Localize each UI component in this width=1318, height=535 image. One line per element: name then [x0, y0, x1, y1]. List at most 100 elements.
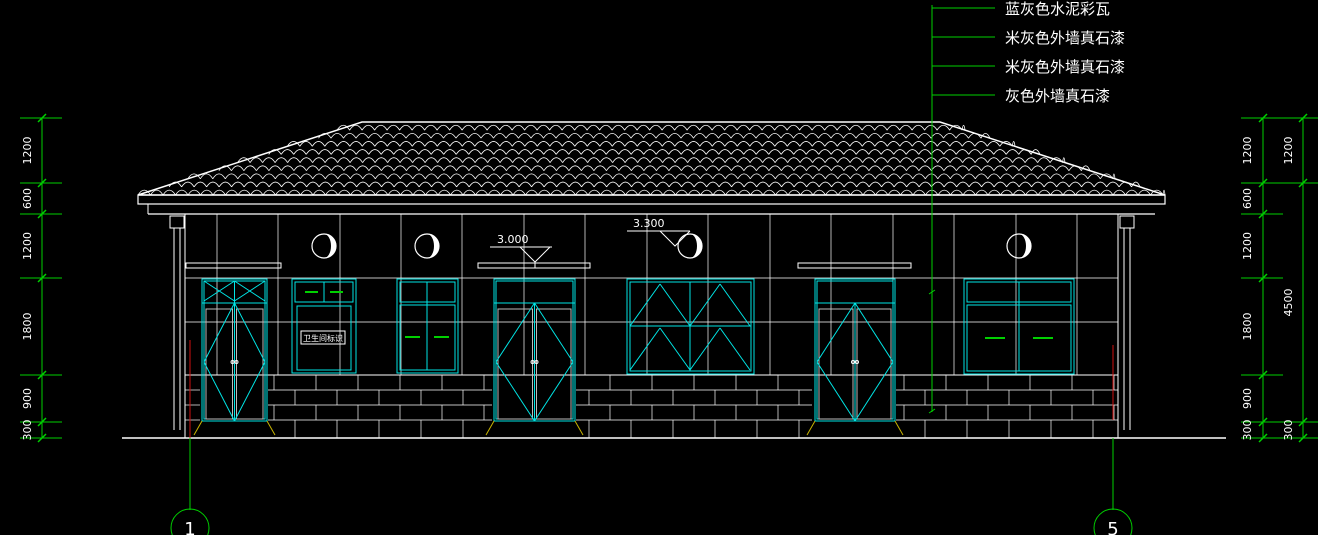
- moon-vent-icon: [1019, 234, 1031, 258]
- moon-vents: [311, 233, 1032, 259]
- wall-panel-grid: [185, 214, 1118, 375]
- dimension-label: 1200: [1282, 137, 1295, 165]
- door-3-swing: [854, 302, 894, 363]
- dimension-tick: [1258, 433, 1268, 443]
- dimension-tick: [1258, 370, 1268, 380]
- dimension-tick: [37, 370, 47, 380]
- material-note-wall-2: 米灰色外墙真石漆: [1005, 58, 1125, 76]
- material-note-roof: 蓝灰色水泥彩瓦: [1005, 0, 1110, 18]
- canopies: [185, 262, 912, 269]
- material-leader: [928, 5, 995, 414]
- window-3: [626, 278, 755, 375]
- material-note-plinth: 灰色外墙真石漆: [1005, 87, 1110, 105]
- door-3-leaf: [856, 308, 892, 420]
- door-3-swing: [816, 361, 856, 422]
- dimension-tick: [1298, 417, 1308, 427]
- dimension-tick: [37, 273, 47, 283]
- level-mark-1: 3.000: [490, 233, 552, 268]
- moon-vent-icon: [324, 234, 336, 258]
- door-2-swing: [534, 361, 574, 422]
- window-sign: 卫生间标识: [300, 330, 346, 345]
- door-1-swing: [234, 302, 266, 363]
- door-3-step: [806, 420, 816, 436]
- dimension-tick: [1258, 113, 1268, 123]
- door-handle-icon: [234, 360, 239, 364]
- dimension-label: 1200: [21, 232, 34, 260]
- axis-bubble-icon: [1093, 508, 1133, 535]
- dimension-tick: [1258, 417, 1268, 427]
- door-2-swing: [534, 302, 574, 363]
- window-3-glazing: [659, 327, 691, 371]
- roof-tile-row: [268, 149, 1041, 155]
- door-1-step: [266, 420, 276, 436]
- window-3-glazing: [719, 283, 751, 327]
- openings: [193, 278, 1075, 436]
- roof-tile-row: [318, 132, 991, 139]
- stone-plinth: [185, 374, 1118, 438]
- door-2-swing: [495, 361, 535, 422]
- door-2-leaf: [536, 308, 572, 420]
- dimension-label: 300: [1241, 420, 1254, 441]
- roof-tile-row: [286, 141, 1016, 147]
- door-1-transom-line: [203, 280, 235, 302]
- dimension-tick: [1258, 178, 1268, 188]
- roof-tile-pattern: [137, 124, 1166, 196]
- axis-5-label: 5: [1107, 519, 1118, 535]
- dimension-label: 300: [1282, 420, 1295, 441]
- dimension-label: 1800: [1241, 313, 1254, 341]
- axis-1: 1: [170, 340, 210, 535]
- door-1-leaf: [205, 308, 233, 420]
- window-3-glazing: [629, 283, 661, 327]
- door-handle-icon: [851, 360, 855, 364]
- dimension-label: 1200: [1241, 232, 1254, 260]
- roof-tile-row: [187, 173, 1116, 180]
- window-3-glazing: [659, 283, 691, 327]
- roof-tile-row: [137, 189, 1166, 196]
- dimension-tick: [1258, 209, 1268, 219]
- window-3-glazing: [629, 327, 661, 371]
- dimension-tick: [37, 433, 47, 443]
- window-3-glazing: [719, 327, 751, 371]
- material-note-wall-1: 米灰色外墙真石漆: [1005, 29, 1125, 47]
- door-3-leaf: [818, 308, 854, 420]
- dimension-tick: [1298, 113, 1308, 123]
- dimension-label: 1200: [1241, 137, 1254, 165]
- dimension-label: 1200: [21, 137, 34, 165]
- window-4: [963, 278, 1075, 375]
- window-4-pane: [966, 304, 1072, 372]
- axis-1-label: 1: [184, 519, 195, 535]
- dimension-label: 600: [21, 188, 34, 209]
- level-mark-2: 3.300: [627, 217, 691, 247]
- roof: [137, 121, 1166, 215]
- dimension-label: 4500: [1282, 289, 1295, 317]
- door-2-step: [574, 420, 584, 436]
- dimension-label: 300: [21, 420, 34, 441]
- window-3-glazing: [689, 283, 721, 327]
- roof-tile-row: [336, 124, 966, 131]
- dimension-label: 900: [1241, 388, 1254, 409]
- roof-tile-row: [168, 181, 1141, 188]
- downpipe-left: [169, 215, 185, 430]
- dimension-tick: [1258, 273, 1268, 283]
- roof-tile-row: [237, 157, 1066, 163]
- moon-vent-icon: [427, 234, 439, 258]
- door-handle-icon: [230, 360, 235, 364]
- window-2-pane: [399, 304, 456, 371]
- door-3-swing: [816, 302, 856, 363]
- dimension-tick: [37, 209, 47, 219]
- window-sign-text: 卫生间标识: [303, 333, 343, 343]
- dimension-tick: [37, 417, 47, 427]
- window-3-glazing: [689, 327, 721, 371]
- door-1-swing: [234, 361, 266, 422]
- door-1-step: [193, 420, 203, 436]
- door-2-leaf: [497, 308, 533, 420]
- door-1-swing: [203, 361, 235, 422]
- axis-5: 5: [1093, 345, 1133, 535]
- door-1-transom-line: [234, 280, 266, 302]
- door-1-swing: [203, 302, 235, 363]
- door-1-leaf: [236, 308, 264, 420]
